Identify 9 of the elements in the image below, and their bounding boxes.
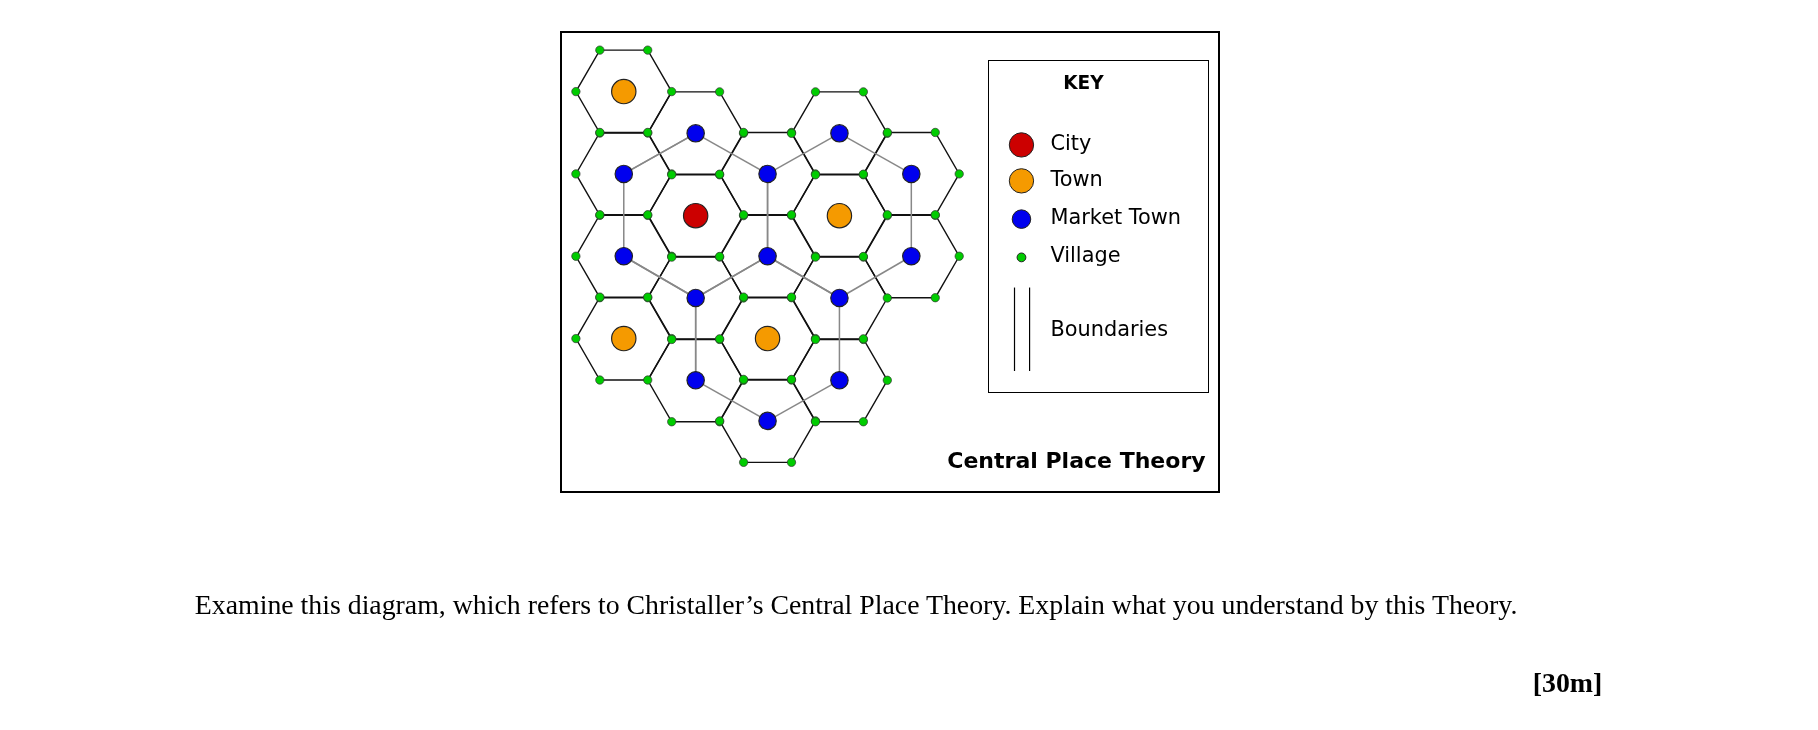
legend-label: Town [1050,166,1103,191]
key-heading: KEY [1063,71,1104,93]
legend-label: Market Town [1050,205,1181,230]
legend-label: City [1050,131,1092,155]
marks-label: [30m] [1532,666,1603,699]
legend-label: Boundaries [1050,316,1169,341]
question-text: Examine this diagram, which refers to Christaller’s Central Place Theory. Explain what you understand by this Theory. [194,588,1519,623]
map-title: Central Place Theory [947,447,1206,473]
legend-label: Village [1050,243,1121,268]
